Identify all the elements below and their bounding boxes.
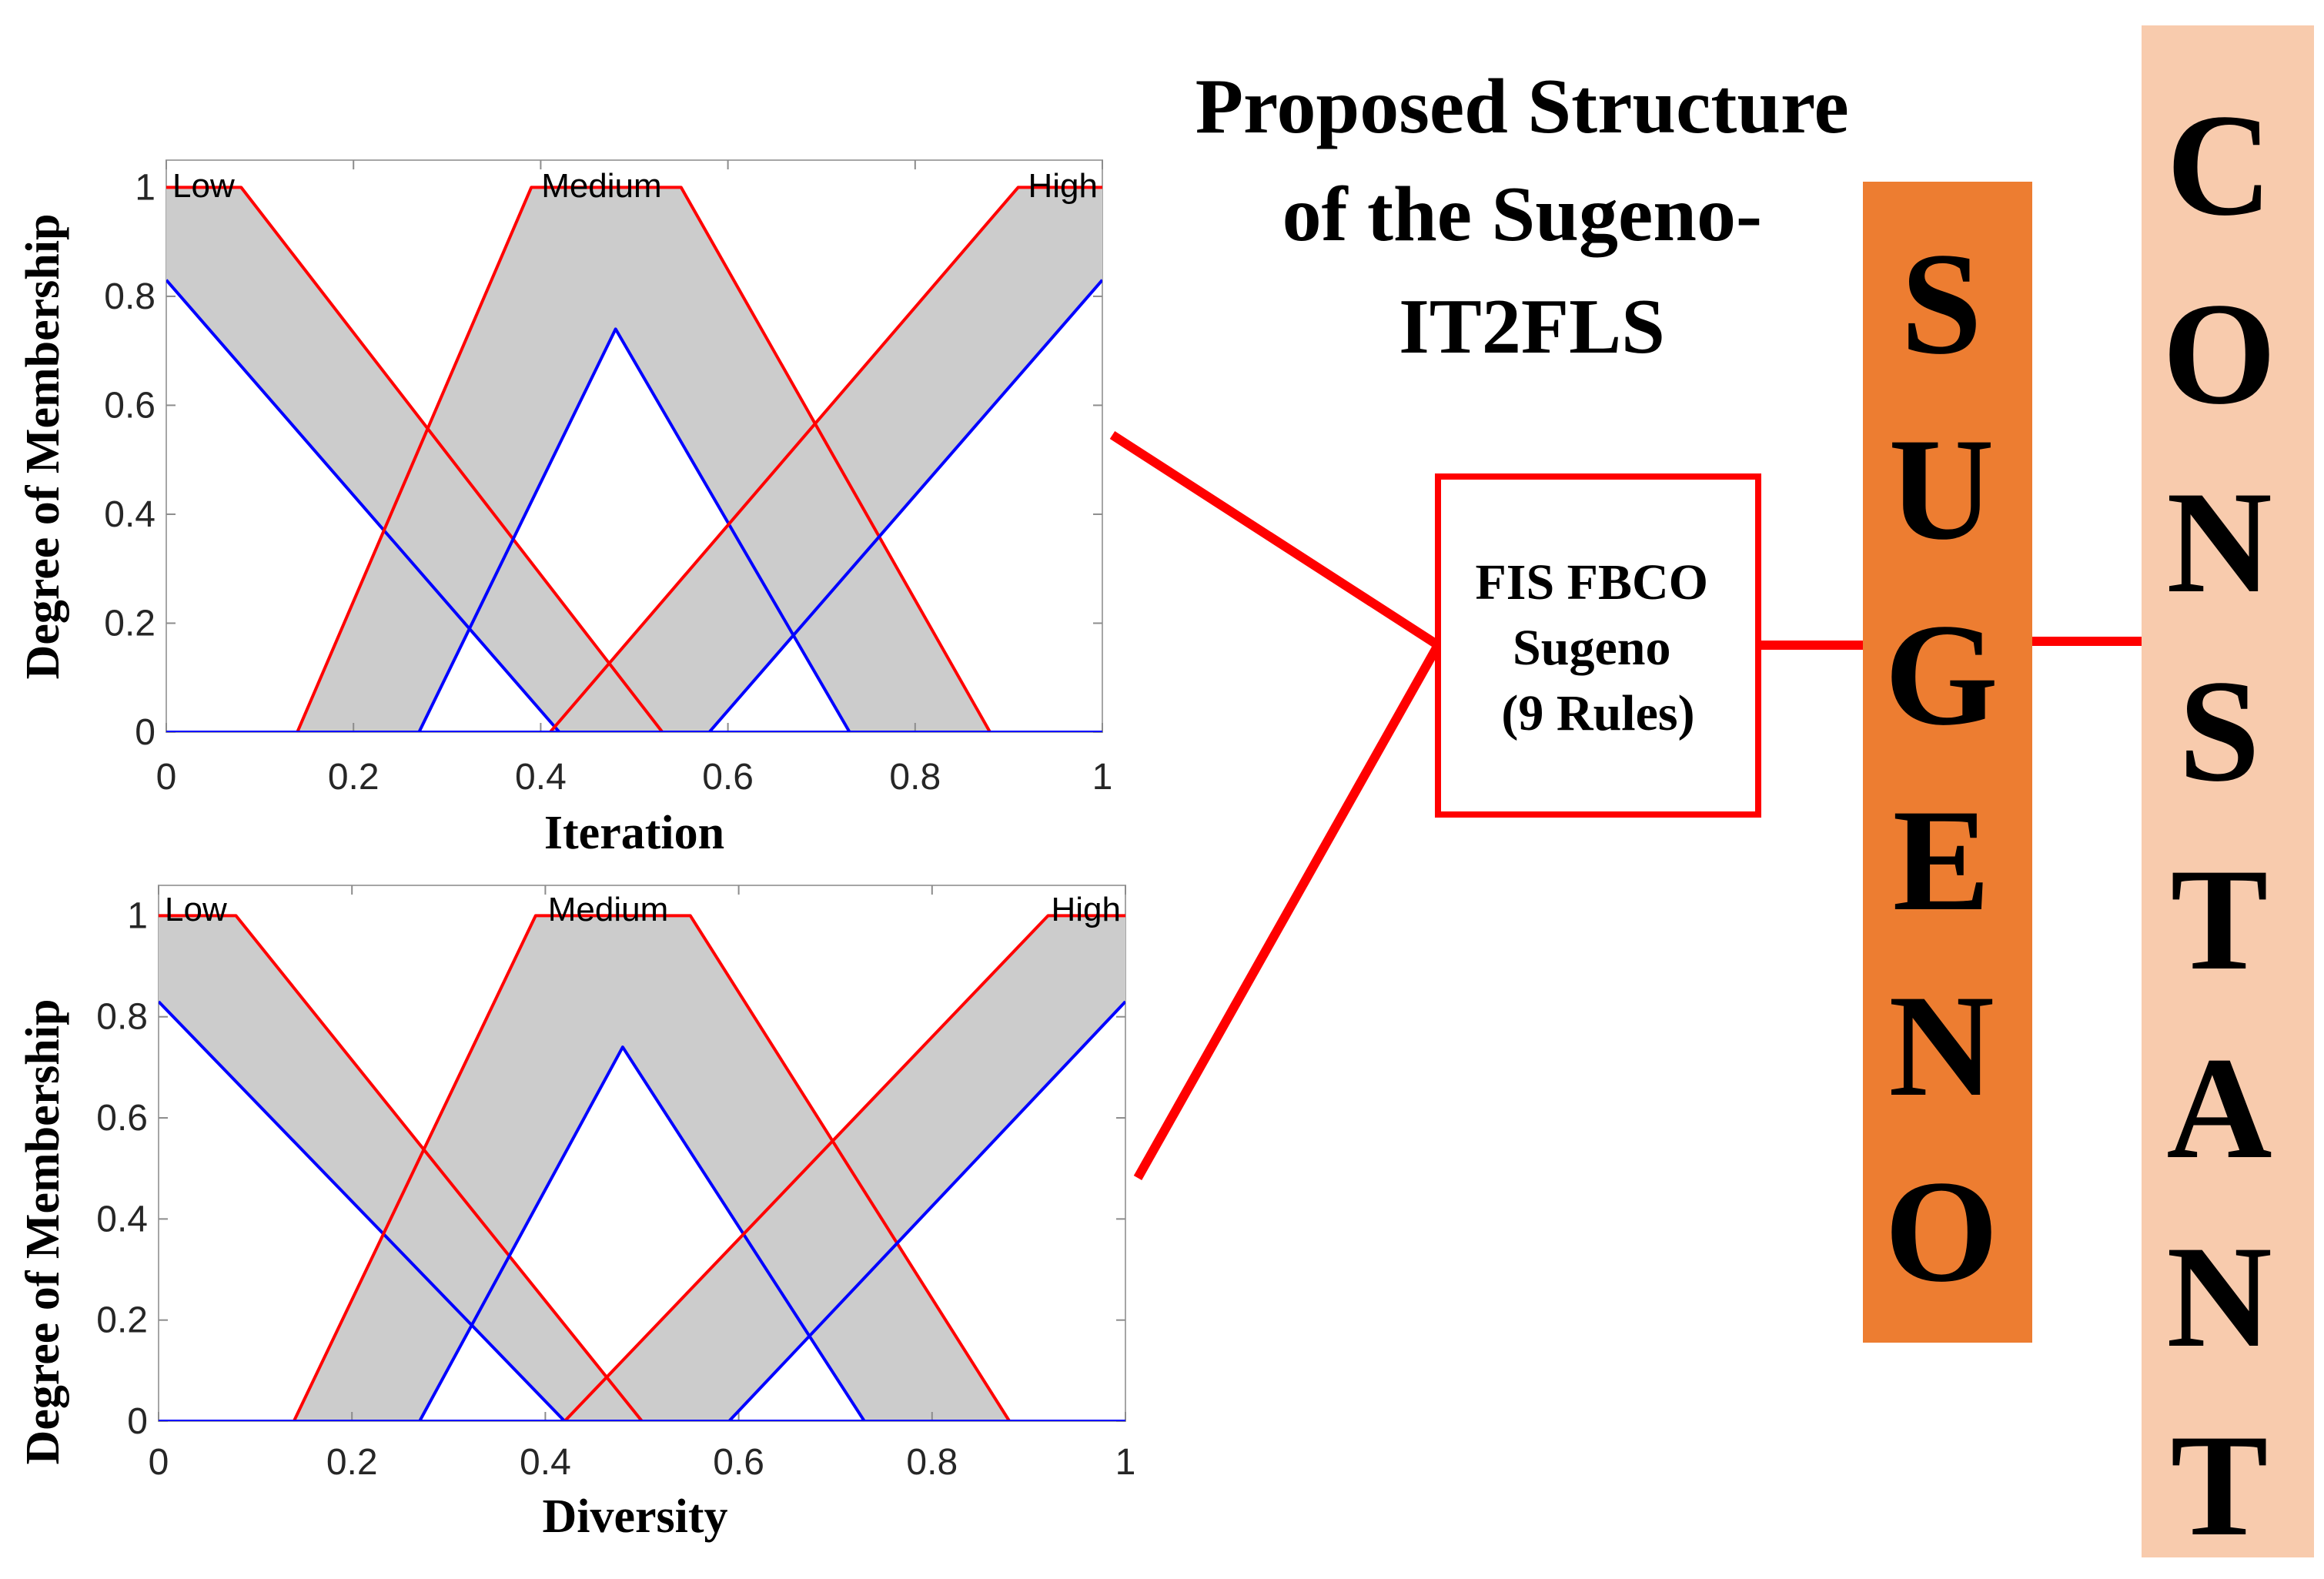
x-tick-label: 1 (1115, 1442, 1136, 1483)
constant-letter: A (2166, 1028, 2272, 1189)
connector-lines (1109, 430, 2142, 1180)
lower-mf-line-medium (159, 1045, 1125, 1421)
x-tick-label: 0.8 (906, 1442, 958, 1483)
x-tick-label: 0.4 (515, 757, 567, 798)
title-line-1: Proposed Structure (1195, 63, 1849, 150)
sugeno-letter: S (1901, 223, 1982, 385)
constant-letter: C (2166, 85, 2272, 246)
lower-mf-line-medium (166, 327, 1102, 732)
diagram-title: Proposed Structure of the Sugeno- IT2FLS (1195, 63, 1869, 370)
fis-box-label: FIS FBCO Sugeno (9 Rules) (1475, 554, 1720, 741)
x-tick-label: 0.6 (702, 757, 754, 798)
y-tick-label: 0 (127, 1401, 148, 1442)
y-tick-label: 0.2 (104, 603, 155, 644)
sugeno-letter: O (1884, 1151, 1998, 1313)
upper-mf-line-low (159, 914, 1125, 1421)
x-tick-label: 1 (1092, 757, 1113, 798)
y-tick-label: 0.4 (104, 494, 155, 535)
x-tick-label: 0.2 (326, 1442, 378, 1483)
fou-region-low (166, 187, 1102, 732)
y-tick-label: 0.4 (96, 1199, 148, 1239)
y-tick-label: 1 (127, 895, 148, 936)
sugeno-column-bg (1863, 182, 2032, 1343)
fou-region-medium (159, 915, 1125, 1421)
x-tick-label: 0 (149, 1442, 169, 1483)
upper-mf-line-high (159, 914, 1125, 1421)
fis-box: FIS FBCO Sugeno (9 Rules) (1435, 473, 1761, 818)
y-axis-label: Degree of Membership (17, 999, 69, 1465)
y-tick-label: 0.2 (96, 1300, 148, 1341)
mf-label-high: High (1052, 891, 1122, 928)
fou-region-low (159, 915, 1125, 1421)
lower-mf-line-high (159, 1000, 1125, 1421)
upper-mf-line-medium (166, 186, 1102, 732)
constant-letter: T (2171, 1405, 2269, 1567)
y-tick-label: 0.8 (104, 276, 155, 317)
x-tick-label: 0 (156, 757, 177, 798)
upper-mf-line-medium (159, 914, 1125, 1421)
lower-mf-line-low (159, 1000, 1125, 1421)
mf-label-low: Low (172, 167, 235, 205)
fis-line-3: (9 Rules) (1501, 685, 1694, 741)
upper-mf-line-low (166, 186, 1102, 732)
upper-mf-line-high (166, 186, 1102, 732)
constant-letter: S (2179, 651, 2260, 812)
mf-label-high: High (1028, 167, 1098, 205)
constant-letter: T (2171, 839, 2269, 1001)
x-tick-label: 0.6 (713, 1442, 764, 1483)
diversity-to-fis-line (1133, 643, 1443, 1180)
y-tick-label: 0.6 (104, 385, 155, 426)
lower-mf-line-low (166, 279, 1102, 732)
x-tick-label: 0.4 (520, 1442, 571, 1483)
constant-letter: N (2166, 462, 2272, 624)
y-tick-label: 0.8 (96, 997, 148, 1038)
sugeno-letter: N (1888, 965, 1994, 1127)
x-axis-label: Iteration (544, 807, 724, 859)
constant-letter: O (2162, 273, 2276, 435)
y-tick-label: 0 (135, 712, 155, 753)
y-tick-label: 1 (135, 167, 155, 208)
fou-region-medium (166, 187, 1102, 732)
title-line-2: of the Sugeno- (1282, 171, 1762, 258)
y-axis-label: Degree of Membership (17, 214, 69, 680)
fis-line-2: Sugeno (1513, 620, 1670, 676)
sugeno-letter: G (1884, 594, 1998, 756)
fou-region-high (159, 915, 1125, 1421)
mf-label-low: Low (165, 891, 227, 928)
iteration-to-fis-line (1109, 430, 1441, 650)
fou-region-high (166, 187, 1102, 732)
sugeno-letter: U (1888, 409, 1994, 570)
mf-label-medium: Medium (541, 167, 662, 205)
fis-line-1: FIS FBCO (1475, 554, 1708, 611)
sugeno-letter: E (1893, 780, 1991, 942)
x-axis-label: Diversity (542, 1490, 727, 1543)
mf-label-medium: Medium (548, 891, 669, 928)
fis-box-frame (1435, 473, 1761, 818)
y-tick-label: 0.6 (96, 1098, 148, 1139)
constant-column-bg (2142, 25, 2314, 1557)
iteration-membership-chart: 0 0.2 0.4 0.6 0.8 1 0 0.2 0.4 0.6 0.8 1 Low Medium Hig… (17, 159, 1113, 859)
lower-mf-line-high (166, 279, 1102, 732)
x-tick-label: 0.8 (889, 757, 941, 798)
x-tick-label: 0.2 (328, 757, 380, 798)
diversity-membership-chart: 0 0.2 0.4 0.6 0.8 1 0 0.2 0.4 0.6 0.8 1 Low Medium Hig… (17, 885, 1135, 1543)
constant-letter: N (2166, 1216, 2272, 1378)
title-line-3: IT2FLS (1399, 283, 1665, 370)
